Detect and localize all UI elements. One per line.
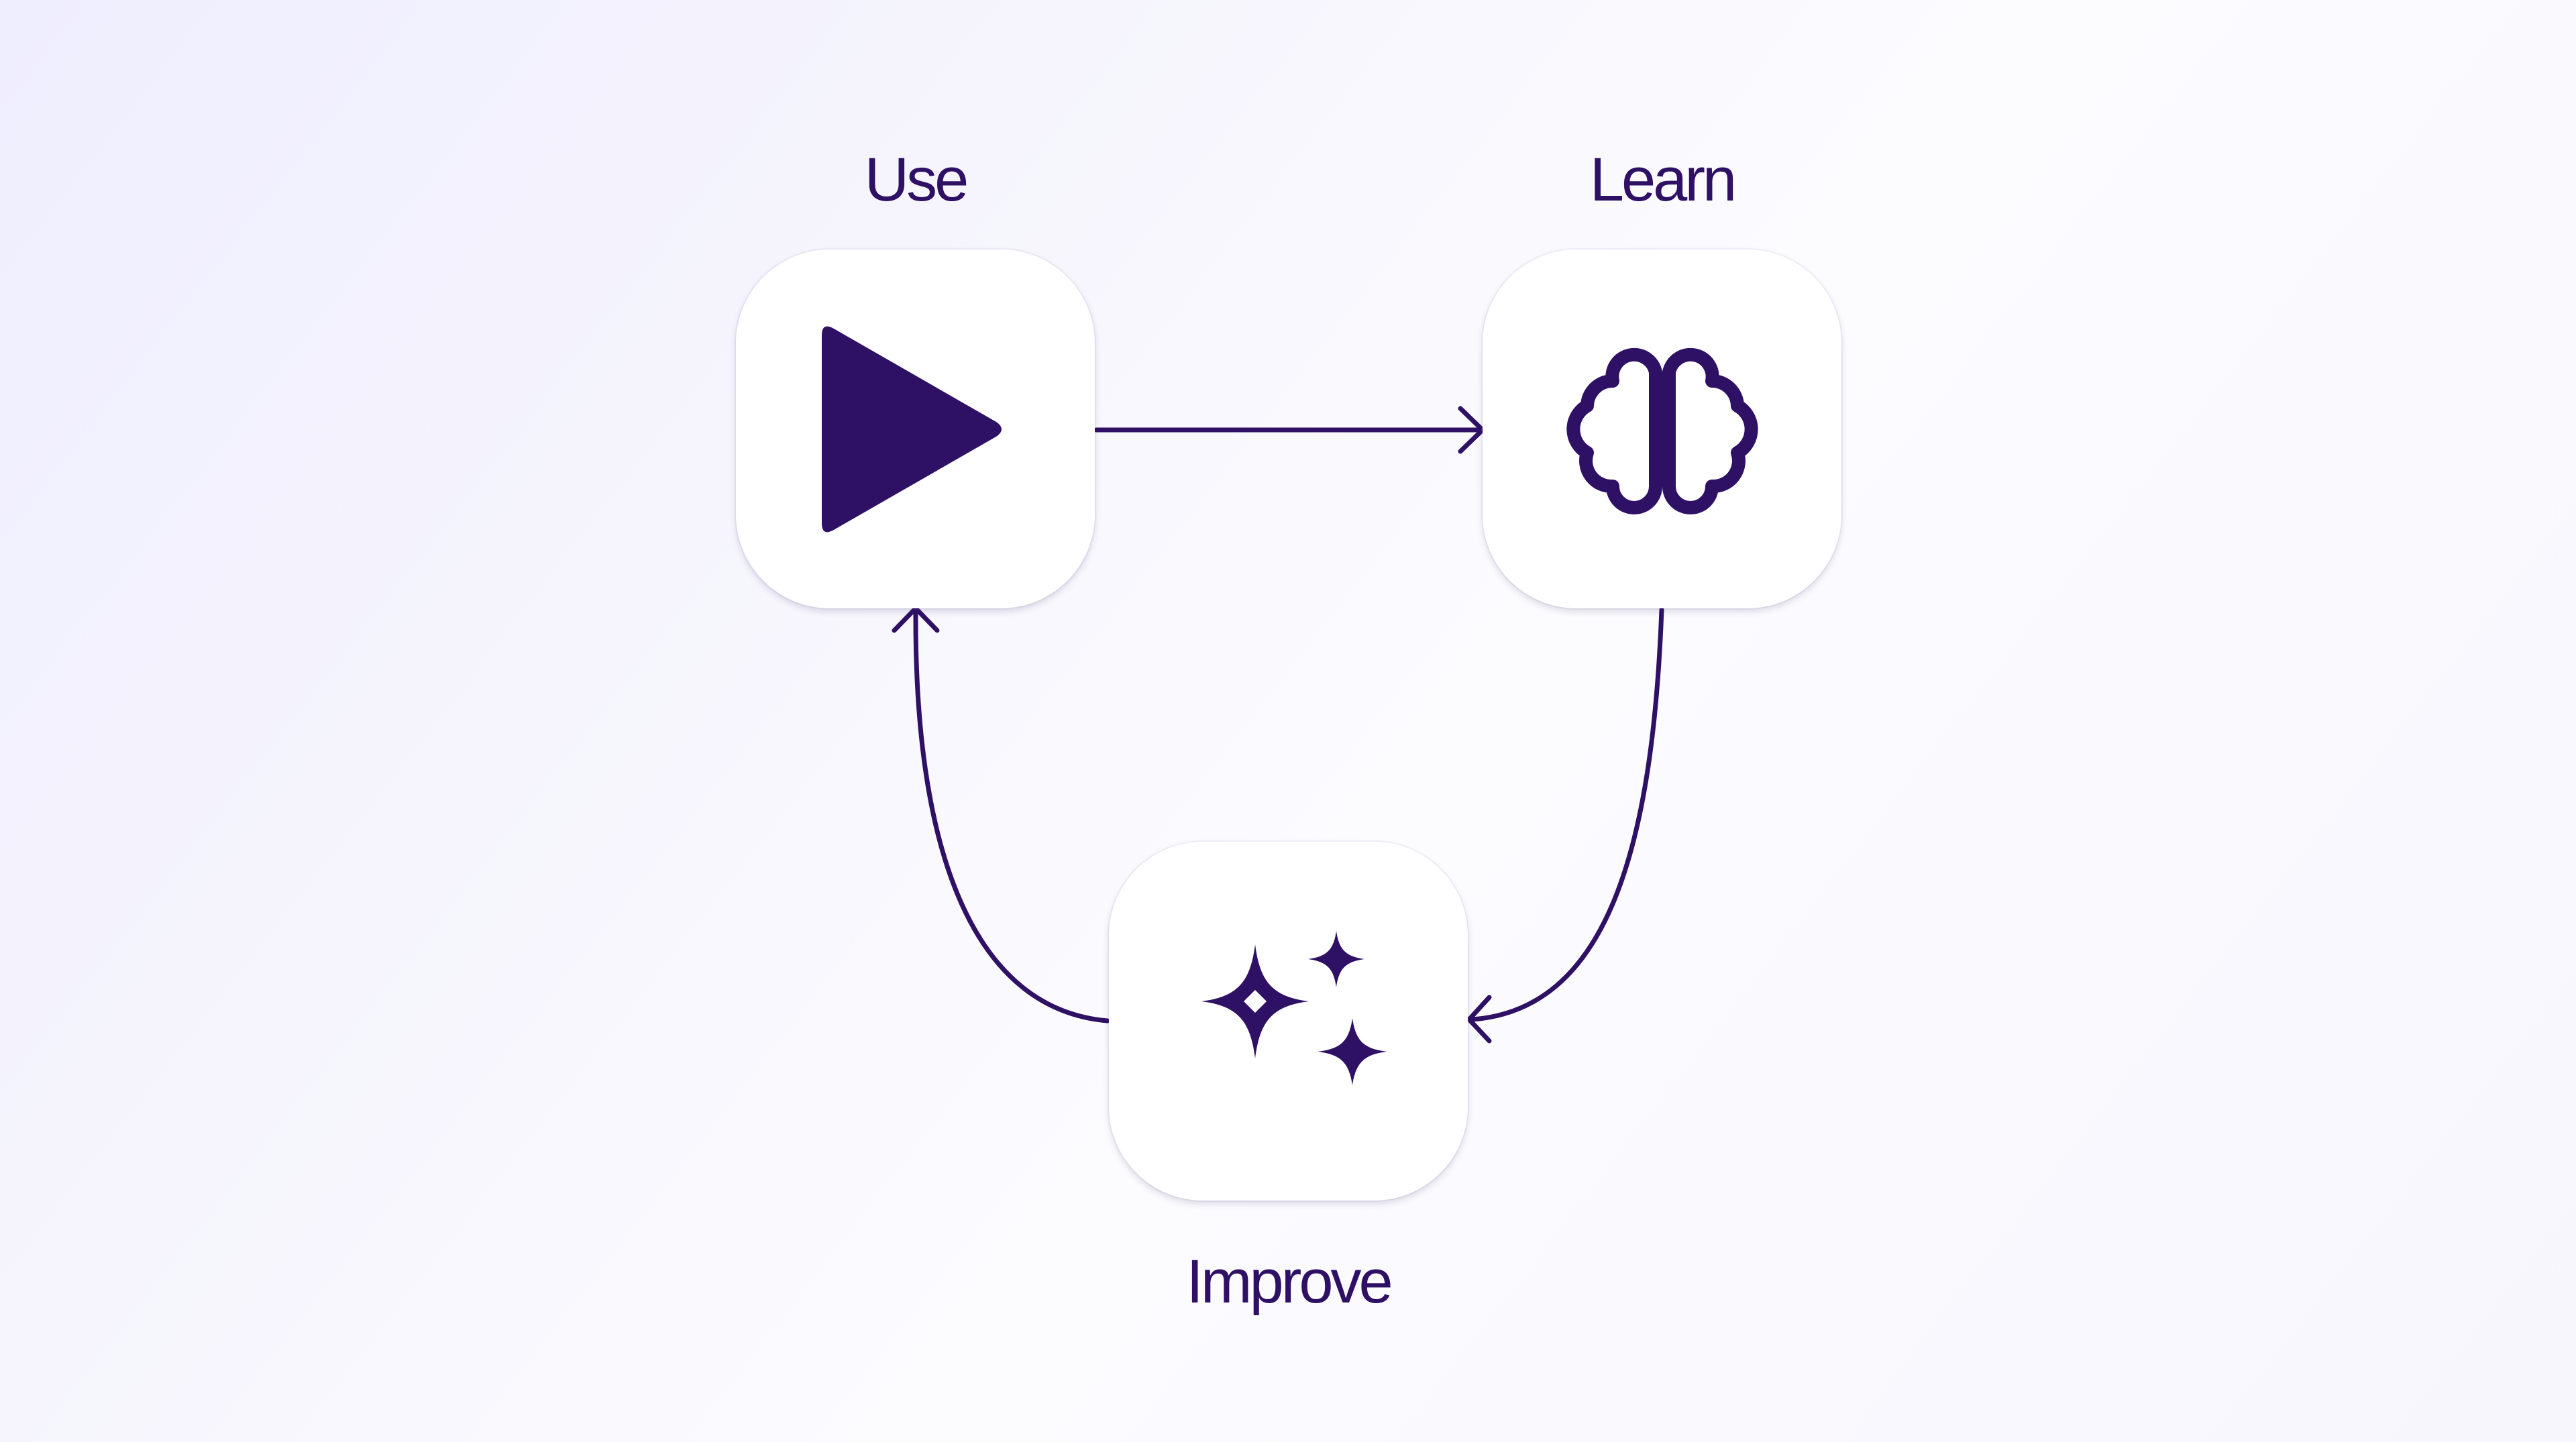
arrow-learn-to-improve xyxy=(1466,607,1664,1044)
play-icon xyxy=(821,326,1002,532)
arrow-improve-to-use xyxy=(892,606,1110,1023)
node-label-use: Use xyxy=(864,146,969,214)
node-improve: Improve xyxy=(1109,842,1468,1313)
node-learn: Learn xyxy=(1483,149,1841,608)
node-label-learn: Learn xyxy=(1589,146,1737,214)
node-label-improve: Improve xyxy=(1186,1247,1393,1316)
node-tile-learn xyxy=(1483,249,1841,608)
arrow-use-to-learn xyxy=(1093,406,1485,454)
node-use: Use xyxy=(736,149,1095,608)
sparkles-icon xyxy=(1201,930,1387,1085)
brain-icon xyxy=(1566,347,1758,514)
node-tile-use xyxy=(736,249,1095,608)
node-tile-improve xyxy=(1109,842,1468,1201)
